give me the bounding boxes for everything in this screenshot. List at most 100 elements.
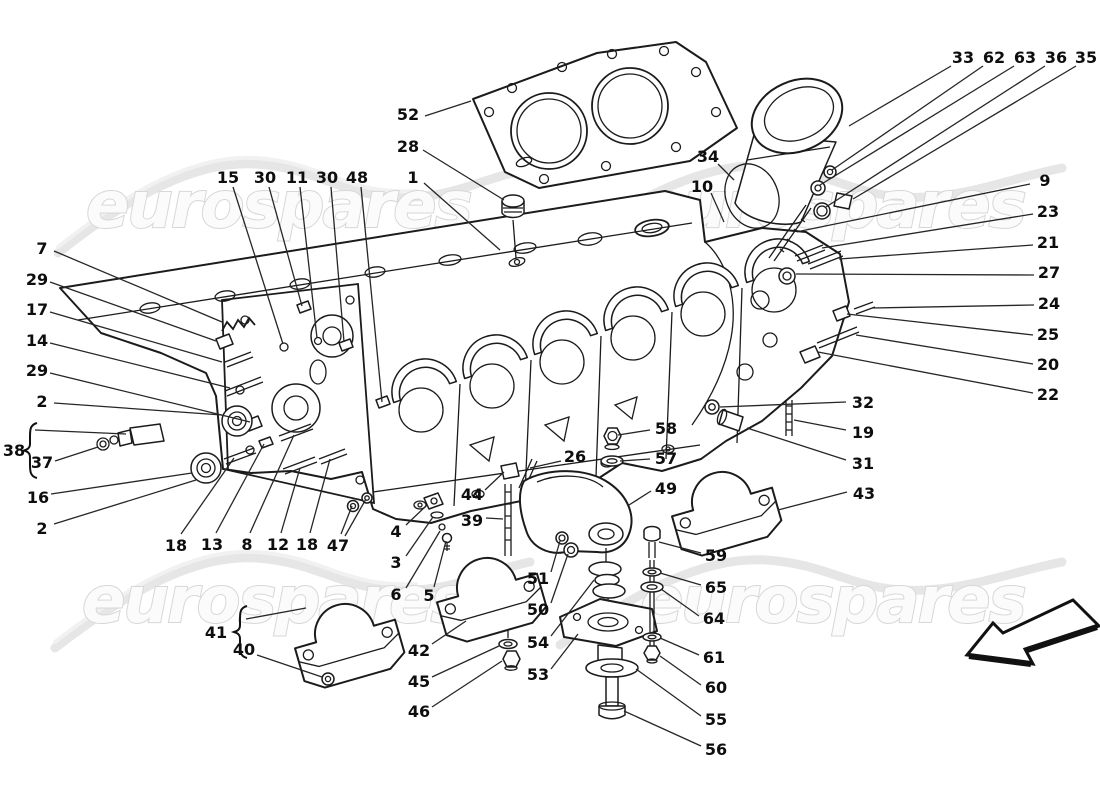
stud bbox=[224, 351, 254, 368]
bearing-ring bbox=[221, 405, 253, 437]
watermark-swoosh bbox=[53, 159, 533, 258]
callout-59[interactable]: 59 bbox=[705, 546, 727, 565]
callout-60[interactable]: 60 bbox=[705, 678, 727, 697]
line-art-layer bbox=[59, 41, 876, 720]
callout-1[interactable]: 1 bbox=[407, 168, 418, 187]
stud bbox=[794, 244, 826, 262]
callout-58[interactable]: 58 bbox=[655, 419, 677, 438]
callout-18[interactable]: 18 bbox=[165, 536, 187, 555]
callout-56[interactable]: 56 bbox=[705, 740, 727, 759]
callout-28[interactable]: 28 bbox=[397, 137, 419, 156]
braces-layer bbox=[20, 422, 248, 659]
leader-line-58 bbox=[617, 429, 651, 436]
callout-57[interactable]: 57 bbox=[655, 449, 677, 468]
callout-52[interactable]: 52 bbox=[397, 105, 419, 124]
callout-36[interactable]: 36 bbox=[1045, 48, 1067, 67]
callout-17[interactable]: 17 bbox=[26, 300, 48, 319]
group-brace bbox=[230, 605, 248, 659]
leader-line-64 bbox=[660, 588, 700, 617]
callout-54[interactable]: 54 bbox=[527, 633, 549, 652]
callout-12[interactable]: 12 bbox=[267, 535, 289, 554]
callout-29[interactable]: 29 bbox=[26, 361, 48, 380]
callout-13[interactable]: 13 bbox=[201, 535, 223, 554]
callout-8[interactable]: 8 bbox=[241, 535, 252, 554]
head-gasket bbox=[472, 41, 738, 189]
callout-23[interactable]: 23 bbox=[1037, 202, 1059, 221]
grub-screw bbox=[338, 338, 354, 352]
callout-16[interactable]: 16 bbox=[27, 488, 49, 507]
callout-65[interactable]: 65 bbox=[705, 578, 727, 597]
leader-lines-layer bbox=[34, 65, 1077, 747]
callout-32[interactable]: 32 bbox=[852, 393, 874, 412]
callout-61[interactable]: 61 bbox=[703, 648, 725, 667]
callout-64[interactable]: 64 bbox=[703, 609, 725, 628]
callout-11[interactable]: 11 bbox=[286, 168, 308, 187]
callout-51[interactable]: 51 bbox=[527, 569, 549, 588]
callout-26[interactable]: 26 bbox=[564, 447, 586, 466]
callout-27[interactable]: 27 bbox=[1038, 263, 1060, 282]
callout-25[interactable]: 25 bbox=[1037, 325, 1059, 344]
callout-34[interactable]: 34 bbox=[697, 147, 719, 166]
callout-38[interactable]: 38 bbox=[3, 441, 25, 460]
callout-10[interactable]: 10 bbox=[691, 177, 713, 196]
callout-20[interactable]: 20 bbox=[1037, 355, 1059, 374]
callout-49[interactable]: 49 bbox=[655, 479, 677, 498]
group-brace bbox=[20, 422, 38, 479]
leader-line-31 bbox=[746, 427, 847, 461]
callout-18[interactable]: 18 bbox=[296, 535, 318, 554]
leader-line-29 bbox=[49, 281, 217, 342]
callout-5[interactable]: 5 bbox=[423, 586, 434, 605]
leader-line-7 bbox=[53, 250, 223, 323]
leader-line-37 bbox=[54, 446, 99, 462]
callout-37[interactable]: 37 bbox=[31, 453, 53, 472]
callout-62[interactable]: 62 bbox=[983, 48, 1005, 67]
callout-39[interactable]: 39 bbox=[461, 511, 483, 530]
callout-48[interactable]: 48 bbox=[346, 168, 368, 187]
callout-9[interactable]: 9 bbox=[1039, 171, 1050, 190]
callout-47[interactable]: 47 bbox=[327, 536, 349, 555]
callout-3[interactable]: 3 bbox=[390, 553, 401, 572]
leader-line-24 bbox=[871, 304, 1035, 309]
callout-43[interactable]: 43 bbox=[853, 484, 875, 503]
callout-7[interactable]: 7 bbox=[36, 239, 47, 258]
leader-line-48 bbox=[360, 186, 383, 403]
callout-33[interactable]: 33 bbox=[952, 48, 974, 67]
callout-44[interactable]: 44 bbox=[461, 485, 483, 504]
callout-30[interactable]: 30 bbox=[254, 168, 276, 187]
callout-4[interactable]: 4 bbox=[390, 522, 401, 541]
callout-40[interactable]: 40 bbox=[233, 640, 255, 659]
callout-15[interactable]: 15 bbox=[217, 168, 239, 187]
callout-14[interactable]: 14 bbox=[26, 331, 48, 350]
callout-29[interactable]: 29 bbox=[26, 270, 48, 289]
leader-line-25 bbox=[846, 313, 1034, 336]
leader-line-45 bbox=[431, 645, 500, 678]
hardware-right bbox=[704, 165, 876, 436]
leader-line-52 bbox=[424, 100, 472, 117]
callout-22[interactable]: 22 bbox=[1037, 385, 1059, 404]
callout-45[interactable]: 45 bbox=[408, 672, 430, 691]
callout-41[interactable]: 41 bbox=[205, 623, 227, 642]
callout-6[interactable]: 6 bbox=[390, 585, 401, 604]
callout-19[interactable]: 19 bbox=[852, 423, 874, 442]
callout-46[interactable]: 46 bbox=[408, 702, 430, 721]
callout-31[interactable]: 31 bbox=[852, 454, 874, 473]
callout-55[interactable]: 55 bbox=[705, 710, 727, 729]
callout-21[interactable]: 21 bbox=[1037, 233, 1059, 252]
callout-42[interactable]: 42 bbox=[408, 641, 430, 660]
leader-line-28 bbox=[422, 149, 505, 201]
core-plug bbox=[501, 194, 526, 268]
leader-line-6 bbox=[405, 530, 441, 589]
callout-2[interactable]: 2 bbox=[36, 392, 47, 411]
callout-30[interactable]: 30 bbox=[316, 168, 338, 187]
grub-screw bbox=[346, 499, 360, 513]
callout-24[interactable]: 24 bbox=[1038, 294, 1060, 313]
callout-63[interactable]: 63 bbox=[1014, 48, 1036, 67]
washer bbox=[592, 583, 626, 599]
callout-53[interactable]: 53 bbox=[527, 665, 549, 684]
callout-2[interactable]: 2 bbox=[36, 519, 47, 538]
callout-35[interactable]: 35 bbox=[1075, 48, 1097, 67]
callout-50[interactable]: 50 bbox=[527, 600, 549, 619]
sleeve bbox=[832, 305, 851, 322]
oil-jet-cluster bbox=[423, 492, 453, 551]
